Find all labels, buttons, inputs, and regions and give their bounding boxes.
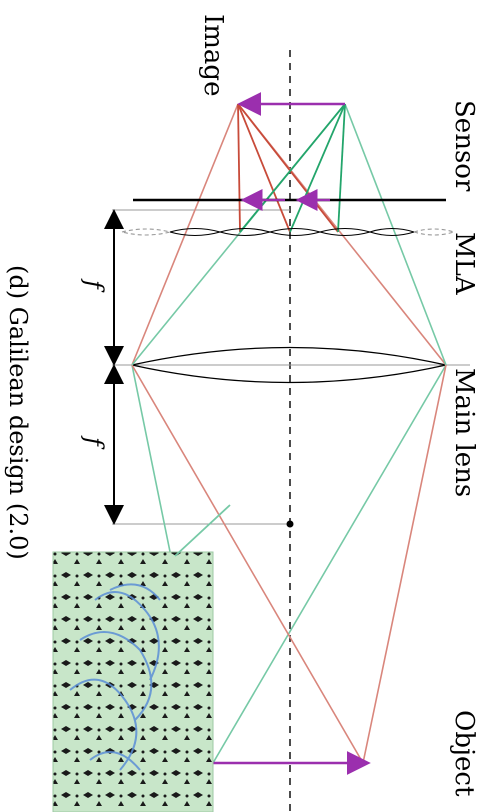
label-image: Image bbox=[198, 14, 228, 96]
inset-connector bbox=[174, 504, 231, 557]
microlens-array bbox=[121, 227, 456, 237]
caption: (d) Galilean design (2.0) bbox=[4, 265, 32, 560]
label-focal-bottom: f bbox=[80, 435, 108, 450]
label-mla: MLA bbox=[449, 232, 479, 296]
microlens-rays bbox=[237, 103, 346, 233]
label-sensor: Sensor bbox=[449, 100, 479, 192]
sensor-inset-image bbox=[52, 551, 214, 812]
focal-point bbox=[286, 520, 294, 528]
label-focal-top: f bbox=[80, 278, 108, 293]
label-object: Object bbox=[449, 710, 479, 797]
label-main-lens: Main lens bbox=[449, 368, 479, 497]
